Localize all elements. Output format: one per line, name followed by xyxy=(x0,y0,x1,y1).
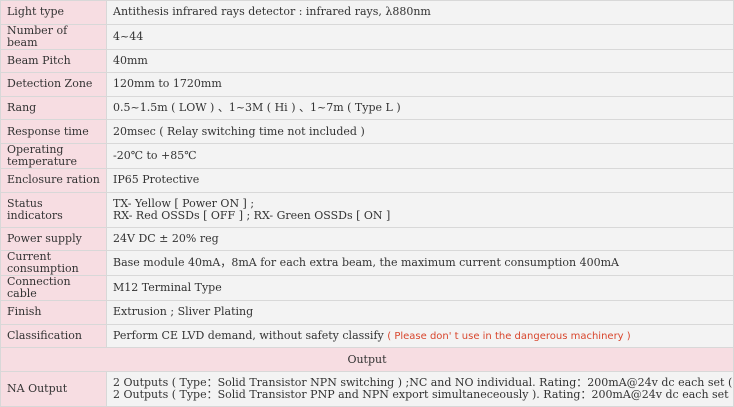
row-label: Response time xyxy=(0,119,107,144)
row-label: NA Output xyxy=(0,370,107,407)
row-value: IP65 Protective xyxy=(106,167,734,193)
row-value: 24V DC ± 20% reg xyxy=(106,226,734,252)
classification-text: Perform CE LVD demand, without safety cl… xyxy=(113,328,388,342)
row-label: Beam Pitch xyxy=(0,48,107,74)
row-value: TX- Yellow [ Power ON ] ; RX- Red OSSDs … xyxy=(106,191,734,228)
row-value: 20msec ( Relay switching time not includ… xyxy=(106,119,734,144)
warning-note: ( Please don' t use in the dangerous mac… xyxy=(387,330,631,342)
row-label: Rang xyxy=(0,95,107,121)
row-value: 120mm to 1720mm xyxy=(106,72,734,97)
table-row: Detection Zone 120mm to 1720mm xyxy=(0,72,734,97)
section-title-output: Output xyxy=(0,347,734,372)
row-value: 0.5~1.5m ( LOW ) 、1~3M ( Hi ) 、1~7m ( Ty… xyxy=(106,95,734,121)
table-row: Beam Pitch 40mm xyxy=(0,48,734,74)
row-label: Finish xyxy=(0,300,107,325)
status-line-tx: TX- Yellow [ Power ON ] ; xyxy=(113,196,255,210)
row-label: Detection Zone xyxy=(0,72,107,97)
table-row: Operating temperature -20℃ to +85℃ xyxy=(0,142,734,169)
status-line-rx: RX- Red OSSDs [ OFF ] ; RX- Green OSSDs … xyxy=(113,208,391,222)
table-row: Light type Antithesis infrared rays dete… xyxy=(0,0,734,25)
table-row: Current consumption Base module 40mA，8mA… xyxy=(0,250,734,277)
row-value: 4~44 xyxy=(106,23,734,50)
row-label: Power supply xyxy=(0,226,107,252)
output-line-optional: 2 Outputs ( Type：Solid Transistor PNP an… xyxy=(113,387,734,401)
row-label: Current consumption xyxy=(0,250,107,277)
row-label: Connection cable xyxy=(0,275,107,302)
table-row: Enclosure ration IP65 Protective xyxy=(0,167,734,193)
row-label: Light type xyxy=(0,0,107,25)
row-label: Operating temperature xyxy=(0,142,107,169)
table-row: Status indicators TX- Yellow [ Power ON … xyxy=(0,191,734,228)
table-row: Classification Perform CE LVD demand, wi… xyxy=(0,323,734,349)
row-label: Enclosure ration xyxy=(0,167,107,193)
row-value: Base module 40mA，8mA for each extra beam… xyxy=(106,250,734,277)
table-row: Connection cable M12 Terminal Type xyxy=(0,275,734,302)
row-value: M12 Terminal Type xyxy=(106,275,734,302)
table-row: NA Output 2 Outputs ( Type：Solid Transis… xyxy=(0,370,734,407)
row-value: -20℃ to +85℃ xyxy=(106,142,734,169)
row-label: Classification xyxy=(0,323,107,349)
table-row: Number of beam 4~44 xyxy=(0,23,734,50)
row-label: Number of beam xyxy=(0,23,107,50)
table-row: Power supply 24V DC ± 20% reg xyxy=(0,226,734,252)
row-value: Antithesis infrared rays detector : infr… xyxy=(106,0,734,25)
table-row: Finish Extrusion ; Sliver Plating xyxy=(0,300,734,325)
row-value: 2 Outputs ( Type：Solid Transistor NPN sw… xyxy=(106,370,734,407)
output-line-standard: 2 Outputs ( Type：Solid Transistor NPN sw… xyxy=(113,375,734,389)
table-row: Rang 0.5~1.5m ( LOW ) 、1~3M ( Hi ) 、1~7m… xyxy=(0,95,734,121)
row-value: Extrusion ; Sliver Plating xyxy=(106,300,734,325)
section-header-row: Output xyxy=(0,347,734,372)
table-row: Response time 20msec ( Relay switching t… xyxy=(0,119,734,144)
row-value: 40mm xyxy=(106,48,734,74)
row-value: Perform CE LVD demand, without safety cl… xyxy=(106,323,734,349)
row-label: Status indicators xyxy=(0,191,107,228)
